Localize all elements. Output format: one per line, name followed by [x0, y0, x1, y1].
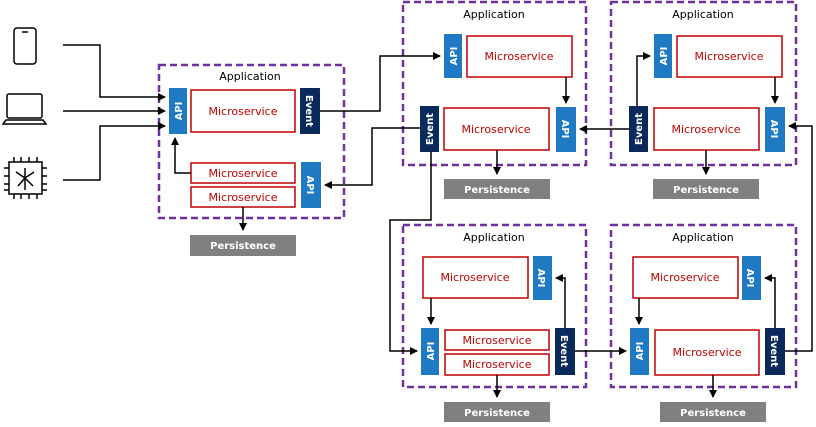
api-label: API: [559, 120, 570, 139]
iot-chip-icon: [4, 157, 47, 199]
api-label: API: [174, 102, 185, 121]
application-title: Application: [463, 8, 524, 21]
microservice-label: Microservice: [462, 358, 531, 371]
api-label: API: [744, 269, 755, 288]
application-title: Application: [219, 70, 280, 83]
api-label: API: [635, 342, 646, 361]
api-label: API: [535, 269, 546, 288]
microservice-label: Microservice: [208, 167, 277, 180]
microservice-label: Microservice: [694, 50, 763, 63]
api-label: API: [426, 342, 437, 361]
smartphone-icon: [13, 27, 37, 65]
microservice-label: Microservice: [462, 334, 531, 347]
api-label: API: [304, 176, 315, 195]
persistence-label: Persistence: [680, 408, 746, 419]
microservice-label: Microservice: [208, 105, 277, 118]
laptop-icon: [1, 93, 48, 125]
application-title: Application: [463, 231, 524, 244]
event-label: Event: [425, 113, 436, 145]
microservice-label: Microservice: [671, 123, 740, 136]
event-label: Event: [634, 113, 645, 145]
event-label: Event: [558, 335, 569, 367]
api-label: API: [768, 120, 779, 139]
application-box-1: [157, 63, 346, 220]
application-box-3: [609, 0, 798, 167]
api-label: API: [449, 47, 460, 66]
event-label: Event: [768, 335, 779, 367]
microservice-label: Microservice: [440, 271, 509, 284]
persistence-label: Persistence: [673, 185, 739, 196]
microservice-label: Microservice: [484, 50, 553, 63]
persistence-label: Persistence: [464, 408, 530, 419]
event-label: Event: [303, 95, 314, 127]
application-title: Application: [672, 231, 733, 244]
microservice-label: Microservice: [461, 123, 530, 136]
application-box-2: [401, 0, 588, 167]
microservice-label: Microservice: [208, 191, 277, 204]
persistence-label: Persistence: [210, 241, 276, 252]
microservice-label: Microservice: [650, 271, 719, 284]
application-title: Application: [672, 8, 733, 21]
application-box-5: [609, 223, 798, 389]
microservice-label: Microservice: [672, 346, 741, 359]
persistence-label: Persistence: [464, 185, 530, 196]
connectors: [63, 44, 813, 398]
application-box-4: [401, 223, 588, 389]
api-label: API: [659, 47, 670, 66]
